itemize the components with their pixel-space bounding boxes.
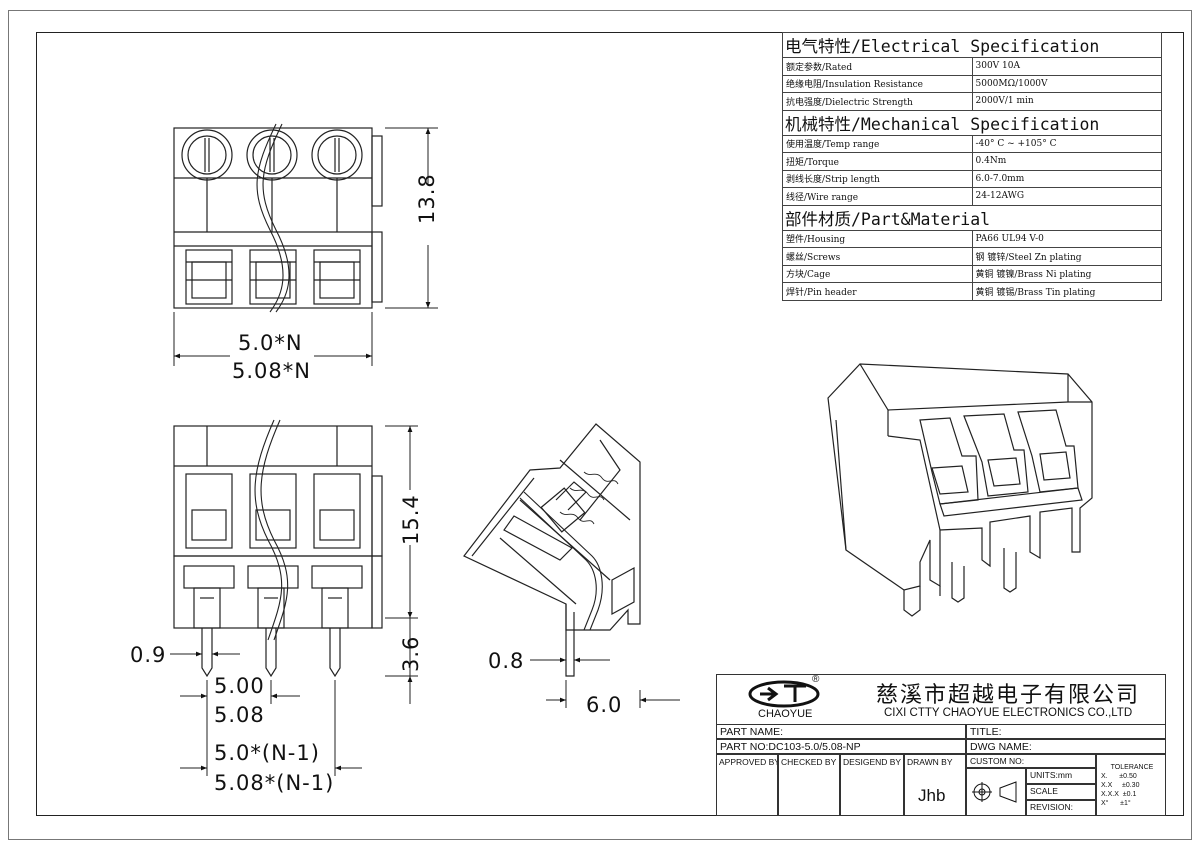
projection-symbol-icon	[972, 781, 1017, 803]
units-cell: UNITS:mm	[1026, 768, 1096, 784]
scale-cell: SCALE	[1026, 784, 1096, 800]
company-cell	[716, 674, 1166, 724]
title-cell: TITLE:	[966, 724, 1166, 739]
approved-by-cell: APPROVED BY	[716, 754, 778, 816]
part-name-cell: PART NAME:	[716, 724, 966, 739]
dim-pitch-a: 5.00	[214, 674, 265, 698]
isometric-view	[827, 363, 1093, 617]
dim-side-pin: 0.8	[488, 649, 524, 673]
dim-width-a: 5.0*N	[238, 331, 303, 355]
screw-1	[181, 129, 233, 232]
dim-pin-width: 0.9	[130, 643, 166, 667]
drawn-by-value: Jhb	[918, 786, 946, 805]
revision-cell: REVISION:	[1026, 800, 1096, 816]
dim-side-offset: 6.0	[586, 693, 622, 717]
logo-registered-mark: ®	[812, 674, 820, 685]
top-view	[173, 123, 383, 313]
screw-2	[246, 129, 298, 232]
designed-by-cell: DESIGEND BY	[840, 754, 904, 816]
dim-pitch-b: 5.08	[214, 703, 265, 727]
dim-span-b: 5.08*(N-1)	[214, 771, 334, 795]
tolerance-row: X.X ±0.30	[1101, 782, 1140, 789]
drawing-frame	[36, 32, 1184, 816]
dim-span-a: 5.0*(N-1)	[214, 741, 320, 765]
dim-lines-top	[173, 127, 438, 366]
drawn-by-cell: DRAWN BY	[904, 754, 966, 816]
material-heading: 部件材质/Part&Material	[782, 204, 1162, 231]
dim-lines-side	[530, 657, 680, 708]
dim-pin-length: 3.6	[399, 636, 423, 672]
projection-symbol-cell	[966, 768, 1026, 816]
dim-height-front: 15.4	[399, 494, 423, 545]
side-view	[463, 423, 641, 677]
spec-row: 使用温度/Temp range-40° C ~ +105° C	[782, 134, 1162, 153]
chaoyue-logo	[748, 680, 820, 708]
company-name-en: CIXI CTTY CHAOYUE ELECTRONICS CO.,LTD	[884, 707, 1133, 719]
company-name-cn: 慈溪市超越电子有限公司	[876, 683, 1141, 708]
dwg-name-cell: DWG NAME:	[966, 739, 1166, 754]
custom-no-cell: CUSTOM NO:	[966, 754, 1096, 768]
part-no-cell: PART NO:DC103-5.0/5.08-NP	[716, 739, 966, 754]
logo-text: CHAOYUE	[758, 708, 813, 720]
dim-width-b: 5.08*N	[232, 359, 311, 383]
spec-table: 电气特性/Electrical Specification 额定参数/Rated…	[782, 32, 1162, 301]
electrical-heading: 电气特性/Electrical Specification	[782, 32, 1162, 58]
dim-lines-front	[170, 425, 418, 776]
tolerance-title: TOLERANCE	[1110, 764, 1154, 771]
screw-3	[311, 129, 363, 232]
title-block: ® CHAOYUE 慈溪市超越电子有限公司 CIXI CTTY CHAOYUE …	[716, 674, 1166, 816]
tolerance-row: X.X.X ±0.1	[1101, 791, 1137, 798]
checked-by-cell: CHECKED BY	[778, 754, 840, 816]
dim-height-top: 13.8	[415, 173, 439, 224]
tolerance-cell: TOLERANCE X. ±0.50 X.X ±0.30 X.X.X ±0.1 …	[1096, 754, 1166, 816]
front-view	[173, 419, 383, 678]
tolerance-row: X° ±1°	[1101, 800, 1131, 807]
tolerance-row: X. ±0.50	[1101, 773, 1137, 780]
mechanical-heading: 机械特性/Mechanical Specification	[782, 109, 1162, 136]
outer-border	[8, 10, 1192, 840]
